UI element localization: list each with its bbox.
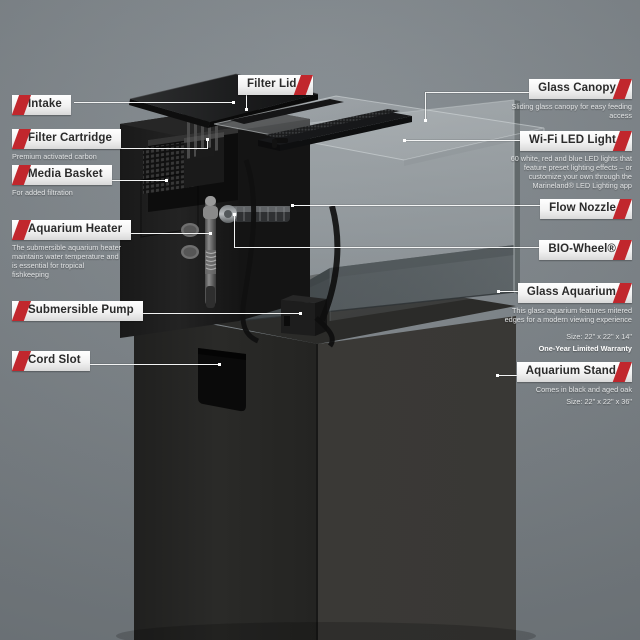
leader-bio-wheel — [234, 247, 544, 248]
leader-dot-filter-lid — [245, 108, 248, 111]
callout-subtext: Comes in black and aged oak — [535, 384, 632, 394]
leader-dot-glass-aquarium — [497, 290, 500, 293]
callout-filter-lid[interactable]: Filter Lid — [238, 74, 313, 95]
callout-subtext: This glass aquarium features mitered edg… — [504, 305, 632, 324]
leader-aquarium-heater — [94, 233, 210, 234]
badge-filter-lid[interactable]: Filter Lid — [238, 75, 313, 95]
callout-size: Size: 22" x 22" x 14" — [566, 332, 632, 342]
leader-dot-bio-wheel — [233, 213, 236, 216]
callout-title: Aquarium Heater — [28, 223, 123, 235]
callout-glass-aquarium[interactable]: Glass Aquarium This glass aquarium featu… — [504, 282, 632, 354]
callout-flow-nozzle[interactable]: Flow Nozzle — [540, 198, 632, 219]
badge-aquarium-heater[interactable]: Aquarium Heater — [12, 220, 132, 240]
leader-filter-lid-v — [246, 88, 247, 110]
callout-warranty: One-Year Limited Warranty — [538, 344, 632, 354]
leader-flow-nozzle — [293, 205, 543, 206]
badge-aquarium-stand[interactable]: Aquarium Stand — [516, 362, 632, 382]
callout-subtext: 60 white, red and blue LED lights that f… — [510, 153, 632, 191]
callout-title: Submersible Pump — [28, 304, 134, 316]
leader-wifi-led — [404, 140, 554, 141]
badge-filter-cartridge[interactable]: Filter Cartridge — [12, 129, 122, 149]
leader-submersible-pump — [86, 313, 300, 314]
badge-media-basket[interactable]: Media Basket — [12, 165, 112, 185]
callout-aquarium-stand[interactable]: Aquarium Stand Comes in black and aged o… — [504, 361, 632, 406]
callout-title: Aquarium Stand — [525, 365, 616, 377]
badge-submersible-pump[interactable]: Submersible Pump — [12, 301, 143, 321]
callout-wifi-led-light[interactable]: Wi-Fi LED Light 60 white, red and blue L… — [496, 130, 632, 191]
callout-size: Size: 22" x 22" x 36" — [566, 396, 632, 406]
callout-title: Glass Canopy — [538, 82, 616, 94]
callout-title: Filter Cartridge — [28, 132, 113, 144]
badge-cord-slot[interactable]: Cord Slot — [12, 351, 90, 371]
callout-intake[interactable]: Intake — [12, 94, 71, 115]
callout-title: Intake — [28, 98, 62, 110]
leader-intake — [74, 102, 234, 103]
callout-cord-slot[interactable]: Cord Slot — [12, 350, 90, 371]
badge-glass-canopy[interactable]: Glass Canopy — [529, 79, 632, 99]
badge-bio-wheel[interactable]: BIO-Wheel® — [539, 240, 632, 260]
callout-filter-cartridge[interactable]: Filter Cartridge Premium activated carbo… — [12, 128, 122, 161]
badge-flow-nozzle[interactable]: Flow Nozzle — [540, 199, 632, 219]
callout-submersible-pump[interactable]: Submersible Pump — [12, 300, 143, 321]
leader-dot-media-basket — [165, 179, 168, 182]
leader-dot-cord-slot — [218, 363, 221, 366]
callout-title: Filter Lid — [247, 78, 297, 90]
callout-title: Media Basket — [28, 168, 103, 180]
callout-bio-wheel[interactable]: BIO-Wheel® — [539, 239, 632, 260]
callout-glass-canopy[interactable]: Glass Canopy Sliding glass canopy for ea… — [502, 78, 632, 120]
leader-filter-cartridge — [84, 148, 208, 149]
callout-title: BIO-Wheel® — [548, 243, 616, 255]
leader-bio-wheel-v — [234, 215, 235, 248]
leader-glass-canopy — [425, 92, 585, 93]
leader-glass-canopy-v — [425, 92, 426, 121]
leader-dot-flow-nozzle — [291, 204, 294, 207]
callout-subtext: The submersible aquarium heater maintain… — [12, 242, 122, 280]
callout-subtext: Premium activated carbon — [12, 151, 97, 161]
badge-wifi-led-light[interactable]: Wi-Fi LED Light — [520, 131, 632, 151]
leader-dot-aquarium-stand — [496, 374, 499, 377]
leader-dot-filter-cartridge — [206, 138, 209, 141]
badge-intake[interactable]: Intake — [12, 95, 71, 115]
leader-dot-aquarium-heater — [209, 232, 212, 235]
callout-subtext: For added filtration — [12, 187, 73, 197]
leader-filter-cartridge-v — [207, 140, 208, 149]
leader-dot-glass-canopy — [424, 119, 427, 122]
leader-dot-intake — [232, 101, 235, 104]
leader-media-basket — [86, 180, 166, 181]
callout-title: Glass Aquarium — [526, 286, 616, 298]
callout-title: Cord Slot — [28, 354, 81, 366]
leader-dot-submersible-pump — [299, 312, 302, 315]
callout-media-basket[interactable]: Media Basket For added filtration — [12, 164, 112, 197]
callout-title: Flow Nozzle — [549, 202, 616, 214]
callout-aquarium-heater[interactable]: Aquarium Heater The submersible aquarium… — [12, 219, 132, 280]
leader-cord-slot — [64, 364, 219, 365]
callout-title: Wi-Fi LED Light — [529, 134, 616, 146]
callout-subtext: Sliding glass canopy for easy feeding ac… — [511, 101, 632, 120]
badge-glass-aquarium[interactable]: Glass Aquarium — [517, 283, 632, 303]
leader-dot-wifi-led — [403, 139, 406, 142]
